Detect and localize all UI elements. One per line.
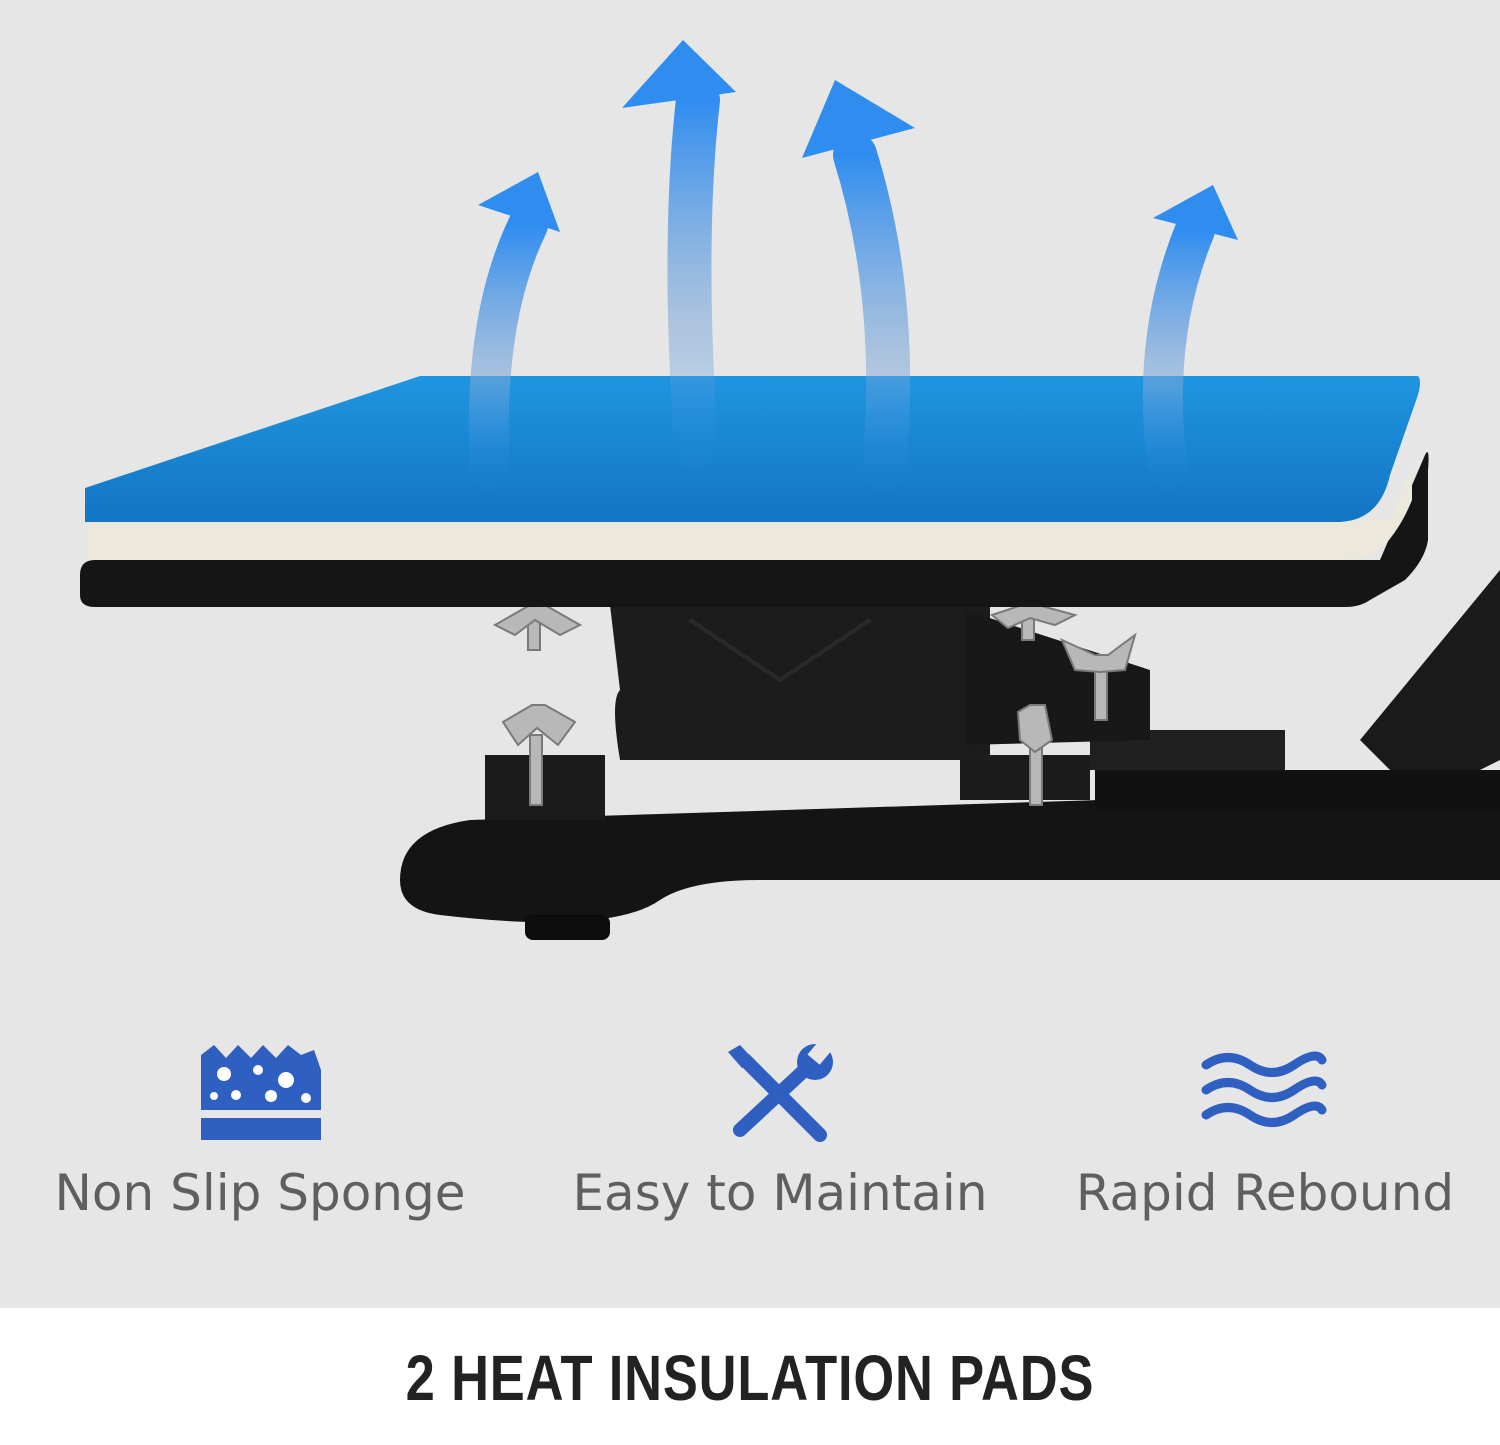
sponge-icon bbox=[196, 1040, 336, 1145]
press-base bbox=[400, 570, 1500, 940]
footer-title: 2 HEAT INSULATION PADS bbox=[405, 1342, 1095, 1414]
lower-plate bbox=[80, 452, 1429, 607]
silicone-pad bbox=[85, 376, 1420, 522]
press-support bbox=[610, 605, 1150, 760]
heat-press-illustration bbox=[80, 40, 1500, 940]
felt-pad bbox=[88, 465, 1412, 560]
wing-nuts bbox=[492, 604, 1137, 806]
feature-label-easy-maintain: Easy to Maintain bbox=[572, 1164, 988, 1222]
feature-label-rapid-rebound: Rapid Rebound bbox=[1075, 1164, 1455, 1222]
tools-icon bbox=[720, 1040, 860, 1145]
product-scene: Non Slip Sponge Easy to Maintain Rapid R… bbox=[0, 0, 1500, 1308]
heat-arrows bbox=[468, 40, 1238, 492]
waves-icon bbox=[1198, 1040, 1338, 1145]
feature-label-non-slip: Non Slip Sponge bbox=[54, 1164, 466, 1222]
footer-banner: 2 HEAT INSULATION PADS bbox=[0, 1308, 1500, 1445]
